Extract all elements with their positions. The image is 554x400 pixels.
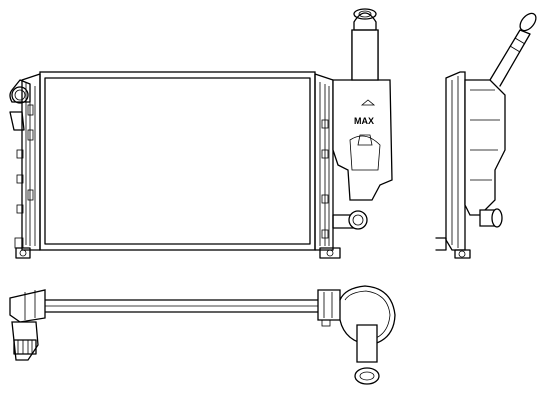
upper-inlet-pipe bbox=[9, 79, 31, 131]
top-right-tank bbox=[317, 289, 341, 327]
max-level-label: MAX bbox=[354, 116, 374, 126]
radiator-side-view bbox=[435, 12, 537, 259]
side-outlet bbox=[479, 208, 503, 228]
right-tank-clips bbox=[321, 119, 329, 239]
expansion-tank: MAX bbox=[332, 8, 393, 201]
lower-outlet-pipe bbox=[332, 210, 368, 230]
left-tank-clips bbox=[14, 104, 34, 249]
side-filler-neck bbox=[489, 12, 537, 87]
radiator-top-view bbox=[9, 285, 396, 385]
radiator-front-view: MAX bbox=[9, 8, 393, 259]
top-expansion-tank bbox=[339, 285, 396, 385]
top-left-tank bbox=[9, 289, 46, 361]
